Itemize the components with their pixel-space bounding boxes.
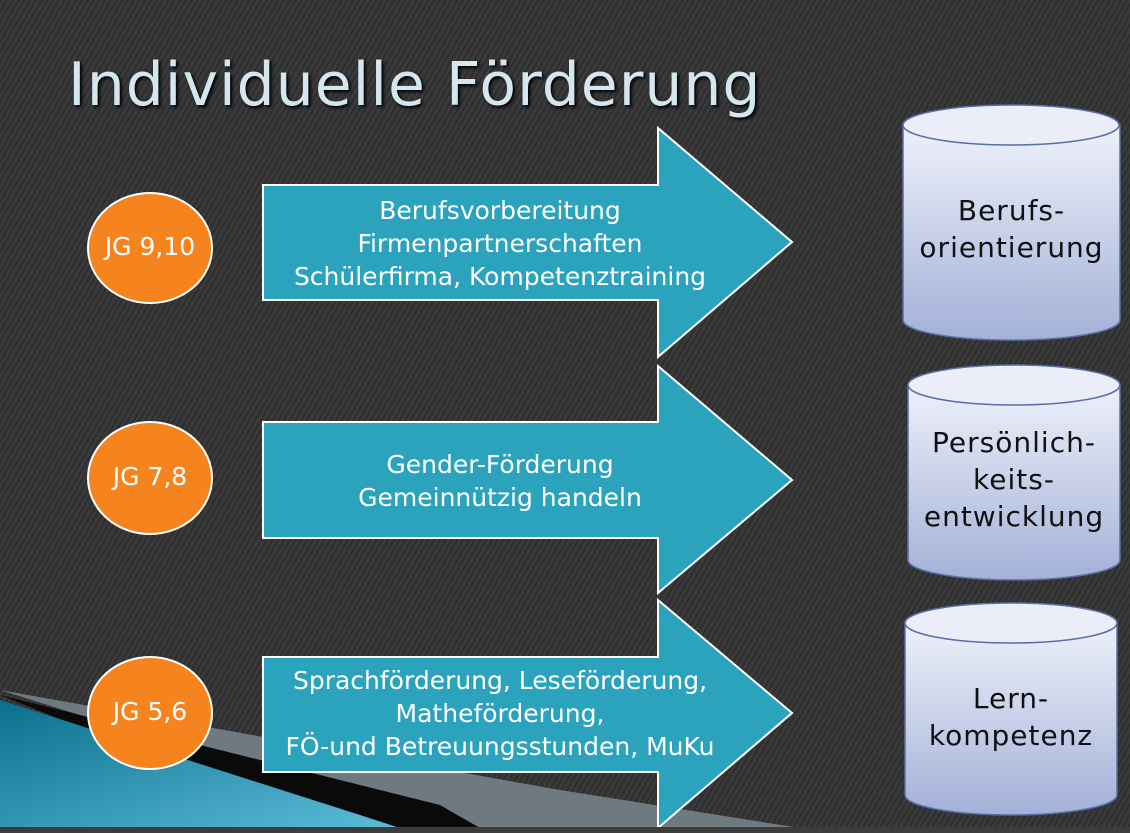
grade-label: JG 9,10 [104, 232, 196, 261]
grade-circle-9-10 [87, 192, 213, 304]
goal-berufsorientierung: Berufs- orientierung [903, 192, 1120, 266]
arrow-jg-7-8 [262, 363, 794, 596]
arrow-jg-5-6 [262, 597, 794, 831]
cylinder-persoenlichkeitsentwicklung [907, 364, 1121, 581]
arrow-text-jg-9-10: Berufsvorbereitung Firmenpartnerschaften… [250, 194, 750, 293]
cylinder-berufsorientierung [902, 104, 1121, 341]
arrow-text-jg-5-6: Sprachförderung, Leseförderung, Matheför… [250, 664, 750, 763]
bottom-bar [0, 827, 1130, 833]
slide-title: Individuelle Förderung [68, 50, 762, 120]
goal-line: Lern- [972, 682, 1050, 715]
measure-line: Schülerfirma, Kompetenztraining [293, 262, 707, 291]
goal-line: orientierung [919, 231, 1104, 264]
goal-line: Berufs- [957, 194, 1066, 227]
grade-label: JG 5,6 [112, 697, 188, 726]
grade-label: JG 7,8 [112, 462, 188, 491]
grade-circle-5-6 [87, 656, 213, 770]
measure-line: Sprachförderung, Leseförderung, [292, 666, 708, 695]
measure-line: Gemeinnützig handeln [358, 483, 642, 512]
measure-line: FÖ-und Betreuungsstunden, MuKu [285, 732, 715, 761]
measure-line: Gender-Förderung [386, 450, 614, 479]
arrow-text-jg-7-8: Gender-Förderung Gemeinnützig handeln [250, 448, 750, 514]
grade-circle-7-8 [87, 421, 213, 535]
cylinder-lernkompetenz [904, 602, 1118, 816]
arrow-jg-9-10 [262, 125, 794, 360]
goal-lernkompetenz: Lern- kompetenz [905, 680, 1117, 754]
goal-line: Persönlich- [932, 426, 1096, 459]
measure-line: Berufsvorbereitung [379, 196, 621, 225]
goal-line: kompetenz [928, 719, 1094, 752]
goal-persoenlichkeitsentwicklung: Persönlich- keits- entwicklung [908, 424, 1120, 535]
measure-line: Matheförderung, [395, 699, 605, 728]
goal-line: entwicklung [923, 500, 1105, 533]
measure-line: Firmenpartnerschaften [357, 229, 643, 258]
goal-line: keits- [973, 463, 1055, 496]
